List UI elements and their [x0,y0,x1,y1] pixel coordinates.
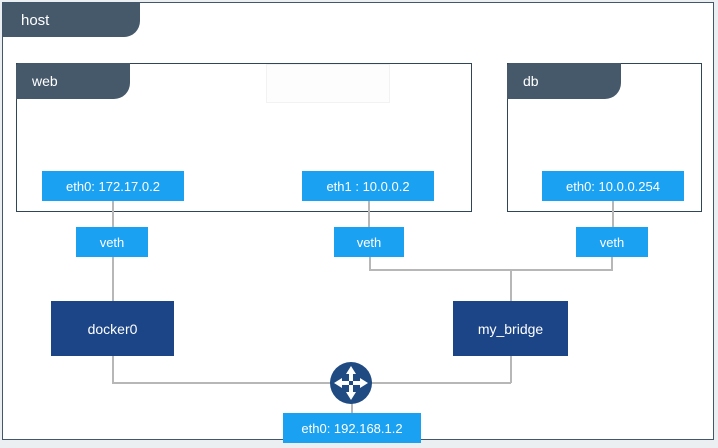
veth-node-3[interactable]: veth [576,227,648,257]
host-tab[interactable]: host [3,3,140,37]
interface-host-eth0-label: eth0: 192.168.1.2 [301,420,403,436]
veth-node-1-label: veth [99,234,125,250]
bridge-docker0-label: docker0 [87,320,138,337]
link-veth2-drop [369,257,371,270]
interface-web-eth1[interactable]: eth1 : 10.0.0.2 [302,171,434,201]
interface-web-eth0-label: eth0: 172.17.0.2 [66,178,160,194]
link-veth-bus [369,269,613,271]
interface-host-eth0[interactable]: eth0: 192.168.1.2 [283,413,421,443]
interface-db-eth0-label: eth0: 10.0.0.254 [566,178,660,194]
link-router-to-host-eth0 [351,397,353,415]
link-my-bridge-to-router [366,382,511,384]
container-db-label: db [523,73,539,89]
link-web-eth0-to-veth1 [112,201,114,227]
link-docker0-drop [112,356,114,383]
link-db-eth0-to-veth3 [612,201,614,227]
container-web-tab[interactable]: web [16,63,130,99]
interface-db-eth0[interactable]: eth0: 10.0.0.254 [542,171,684,201]
container-web-label: web [32,73,58,89]
veth-node-2-label: veth [356,234,382,250]
host-tab-label: host [21,11,50,29]
interface-web-eth0[interactable]: eth0: 172.17.0.2 [42,171,184,201]
link-web-eth1-to-veth2 [368,201,370,227]
container-db-tab[interactable]: db [507,63,621,99]
interface-web-eth1-label: eth1 : 10.0.0.2 [326,178,410,194]
bridge-docker0[interactable]: docker0 [51,301,174,356]
router-icon-svg [330,362,372,404]
bridge-my-bridge[interactable]: my_bridge [453,301,568,356]
link-docker0-to-router [112,382,337,384]
veth-node-2[interactable]: veth [334,227,404,257]
veth-node-1[interactable]: veth [76,227,148,257]
link-bus-to-my-bridge [510,269,512,301]
veth-node-3-label: veth [599,234,625,250]
diagram-canvas: host web db eth0: 172.17.0.2 eth1 : 10.0… [2,2,714,443]
router-icon[interactable] [329,361,373,405]
link-my-bridge-drop [510,356,512,383]
link-veth3-drop [611,257,613,270]
web-ghost-rect [266,64,390,103]
link-veth1-to-docker0 [112,257,114,301]
bridge-my-bridge-label: my_bridge [477,320,544,337]
